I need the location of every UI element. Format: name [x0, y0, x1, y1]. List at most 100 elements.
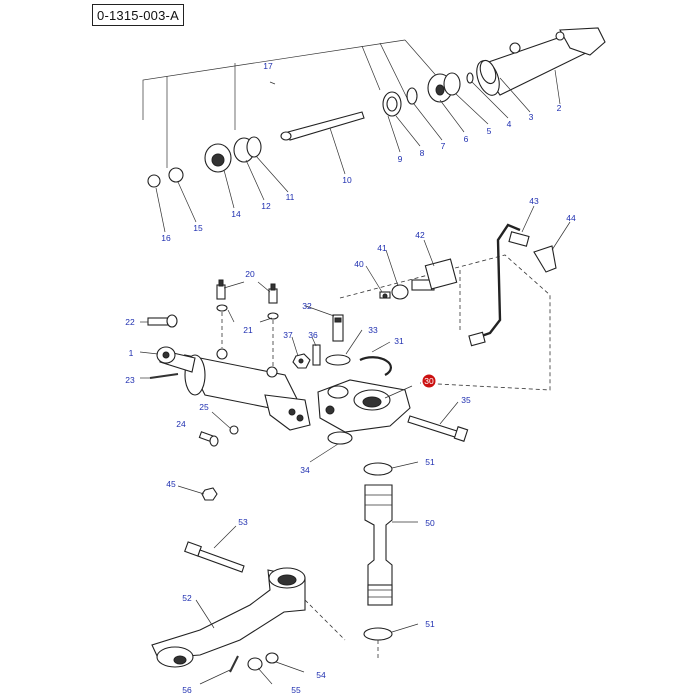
- leader-12: [245, 159, 265, 201]
- elbow-44: [533, 245, 557, 273]
- fitting-20-left: [216, 279, 226, 300]
- callout-5: 5: [487, 126, 492, 136]
- leader-55: [257, 667, 273, 685]
- callout-11: 11: [286, 192, 295, 202]
- nut-16: [147, 174, 161, 188]
- pipe-nut-43: [508, 231, 530, 247]
- leader-36: [311, 336, 317, 347]
- stud-32: [332, 314, 344, 342]
- leader-53: [213, 525, 237, 549]
- callout-17: 17: [263, 61, 273, 71]
- dash-52: [304, 599, 346, 641]
- bolt-45: [201, 487, 218, 501]
- callout-56: 56: [182, 685, 192, 695]
- ring-7: [406, 87, 418, 105]
- callout-53: 53: [238, 517, 248, 527]
- bolt-35: [407, 415, 469, 442]
- callout-14: 14: [231, 209, 241, 219]
- ring-8: [386, 96, 398, 112]
- callout-6: 6: [464, 134, 469, 144]
- leader-7: [413, 103, 443, 141]
- callout-33: 33: [368, 325, 378, 335]
- callout-36: 36: [308, 330, 318, 340]
- callout-3: 3: [529, 112, 534, 122]
- callout-51-lower: 51: [425, 619, 435, 629]
- leader-3: [499, 77, 531, 113]
- leader-51b: [391, 623, 419, 633]
- gland-14: [204, 143, 232, 173]
- leader-52: [195, 599, 215, 629]
- steering-cylinder: [184, 348, 311, 431]
- leader-44: [551, 221, 571, 251]
- leader-34: [309, 443, 339, 463]
- leader-16: [155, 187, 166, 233]
- leader-21b: [259, 317, 273, 323]
- leader-25: [211, 411, 231, 429]
- callout-44: 44: [566, 213, 576, 223]
- leader-31: [371, 341, 391, 353]
- callout-22: 22: [125, 317, 135, 327]
- pipe-43: [469, 223, 521, 342]
- ring-4: [466, 72, 474, 84]
- callout-2: 2: [557, 103, 562, 113]
- fitting-20-right: [268, 283, 278, 304]
- leader-35: [439, 401, 459, 425]
- drop-arm-52: [151, 567, 306, 668]
- washer-15: [168, 167, 184, 183]
- callout-25: 25: [199, 402, 209, 412]
- leader-15: [177, 181, 197, 223]
- callout-35: 35: [461, 395, 471, 405]
- callout-41: 41: [377, 243, 387, 253]
- leader-51a: [391, 461, 419, 469]
- callout-12: 12: [261, 201, 271, 211]
- leader-17d: [361, 45, 381, 91]
- leader-41: [385, 249, 399, 287]
- callout-42: 42: [415, 230, 425, 240]
- pin-22: [147, 314, 178, 328]
- leader-56: [199, 669, 231, 685]
- leader-17e: [379, 42, 409, 101]
- circlip-31: [359, 356, 392, 376]
- leader-2: [554, 69, 561, 105]
- cotter-23: [149, 373, 179, 379]
- callout-20: 20: [245, 269, 255, 279]
- nut-25: [229, 425, 239, 435]
- callout-16: 16: [161, 233, 171, 243]
- callout-9: 9: [398, 154, 403, 164]
- leader-17-stub: [269, 81, 276, 85]
- leader-4: [471, 81, 509, 119]
- cylinder-barrel: [476, 27, 606, 96]
- leader-5: [455, 93, 489, 125]
- callout-8: 8: [420, 148, 425, 158]
- bolt-24: [198, 431, 219, 447]
- callout-4: 4: [507, 119, 512, 129]
- leader-21a: [227, 309, 235, 323]
- callout-30: 30: [424, 376, 434, 386]
- ring-3: [479, 59, 497, 85]
- callout-52: 52: [182, 593, 192, 603]
- washer-21-left: [216, 304, 228, 312]
- callout-1: 1: [129, 348, 134, 358]
- leader-9: [387, 115, 401, 153]
- leader-20a: [257, 281, 271, 293]
- leader-14: [223, 169, 235, 209]
- rod-end-1: [156, 346, 196, 373]
- washer-21-right: [267, 312, 279, 320]
- callout-43: 43: [529, 196, 539, 206]
- callout-34: 34: [300, 465, 310, 475]
- callout-labels: 1234567891011121415161720212223242530313…: [125, 61, 576, 695]
- callout-45: 45: [166, 479, 176, 489]
- callout-55: 55: [291, 685, 301, 695]
- nut-37: [292, 353, 311, 369]
- leader-11: [255, 155, 289, 193]
- leader-40: [365, 265, 383, 293]
- leader-1: [139, 351, 159, 355]
- bolt-53: [184, 541, 245, 573]
- shaft-50: [364, 484, 393, 606]
- ring-11: [246, 136, 262, 158]
- leader-17: [142, 39, 406, 120]
- nut-55: [247, 657, 263, 671]
- cotter-56: [229, 655, 239, 673]
- pipe-nut-43b: [468, 331, 486, 347]
